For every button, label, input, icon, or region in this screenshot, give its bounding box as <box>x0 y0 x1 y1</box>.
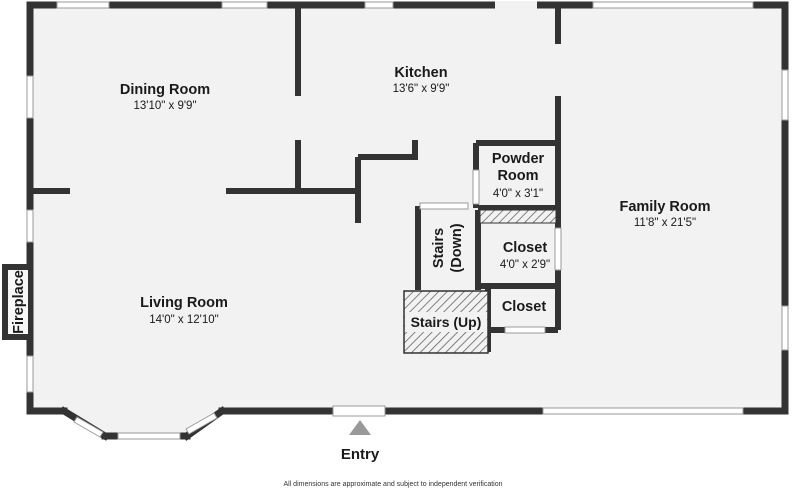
stairs-up-label-bg <box>405 312 487 332</box>
stairs-down-label-2: (Down) <box>449 223 465 272</box>
fireplace-label: Fireplace <box>11 270 27 334</box>
stairs-down-box <box>421 210 475 286</box>
entry-label: Entry <box>341 446 380 463</box>
entry-door <box>332 405 386 417</box>
powder-room-name-1: Powder <box>492 151 545 167</box>
closet-landing-hatch <box>479 209 557 224</box>
kitchen-dims: 13'6" x 9'9" <box>393 83 450 95</box>
living-room-name: Living Room <box>140 295 228 311</box>
kitchen-name: Kitchen <box>394 65 447 81</box>
closet-1-dims: 4'0" x 2'9" <box>500 259 550 271</box>
interior-openings <box>419 169 562 334</box>
family-room-name: Family Room <box>619 199 710 215</box>
family-room-dims: 11'8" x 21'5" <box>634 217 696 229</box>
disclaimer: All dimensions are approximate and subje… <box>283 481 502 488</box>
dining-room-name: Dining Room <box>120 82 210 98</box>
closet-1-name: Closet <box>503 240 547 256</box>
stairs-up-label: Stairs (Up) <box>411 314 482 330</box>
powder-room-name-2: Room <box>497 168 538 184</box>
dining-room-dims: 13'10" x 9'9" <box>133 100 196 112</box>
fireplace: Fireplace <box>2 264 30 340</box>
stairs-down-label-1: Stairs <box>431 228 447 268</box>
exterior-door-top <box>495 1 537 9</box>
closet-2-name: Closet <box>502 299 546 315</box>
powder-room-dims: 4'0" x 3'1" <box>493 188 543 200</box>
windows <box>26 1 789 440</box>
interior-walls <box>30 5 561 352</box>
entry-arrow-icon <box>349 420 371 435</box>
floor-area <box>30 5 785 436</box>
living-room-dims: 14'0" x 12'10" <box>149 314 218 326</box>
